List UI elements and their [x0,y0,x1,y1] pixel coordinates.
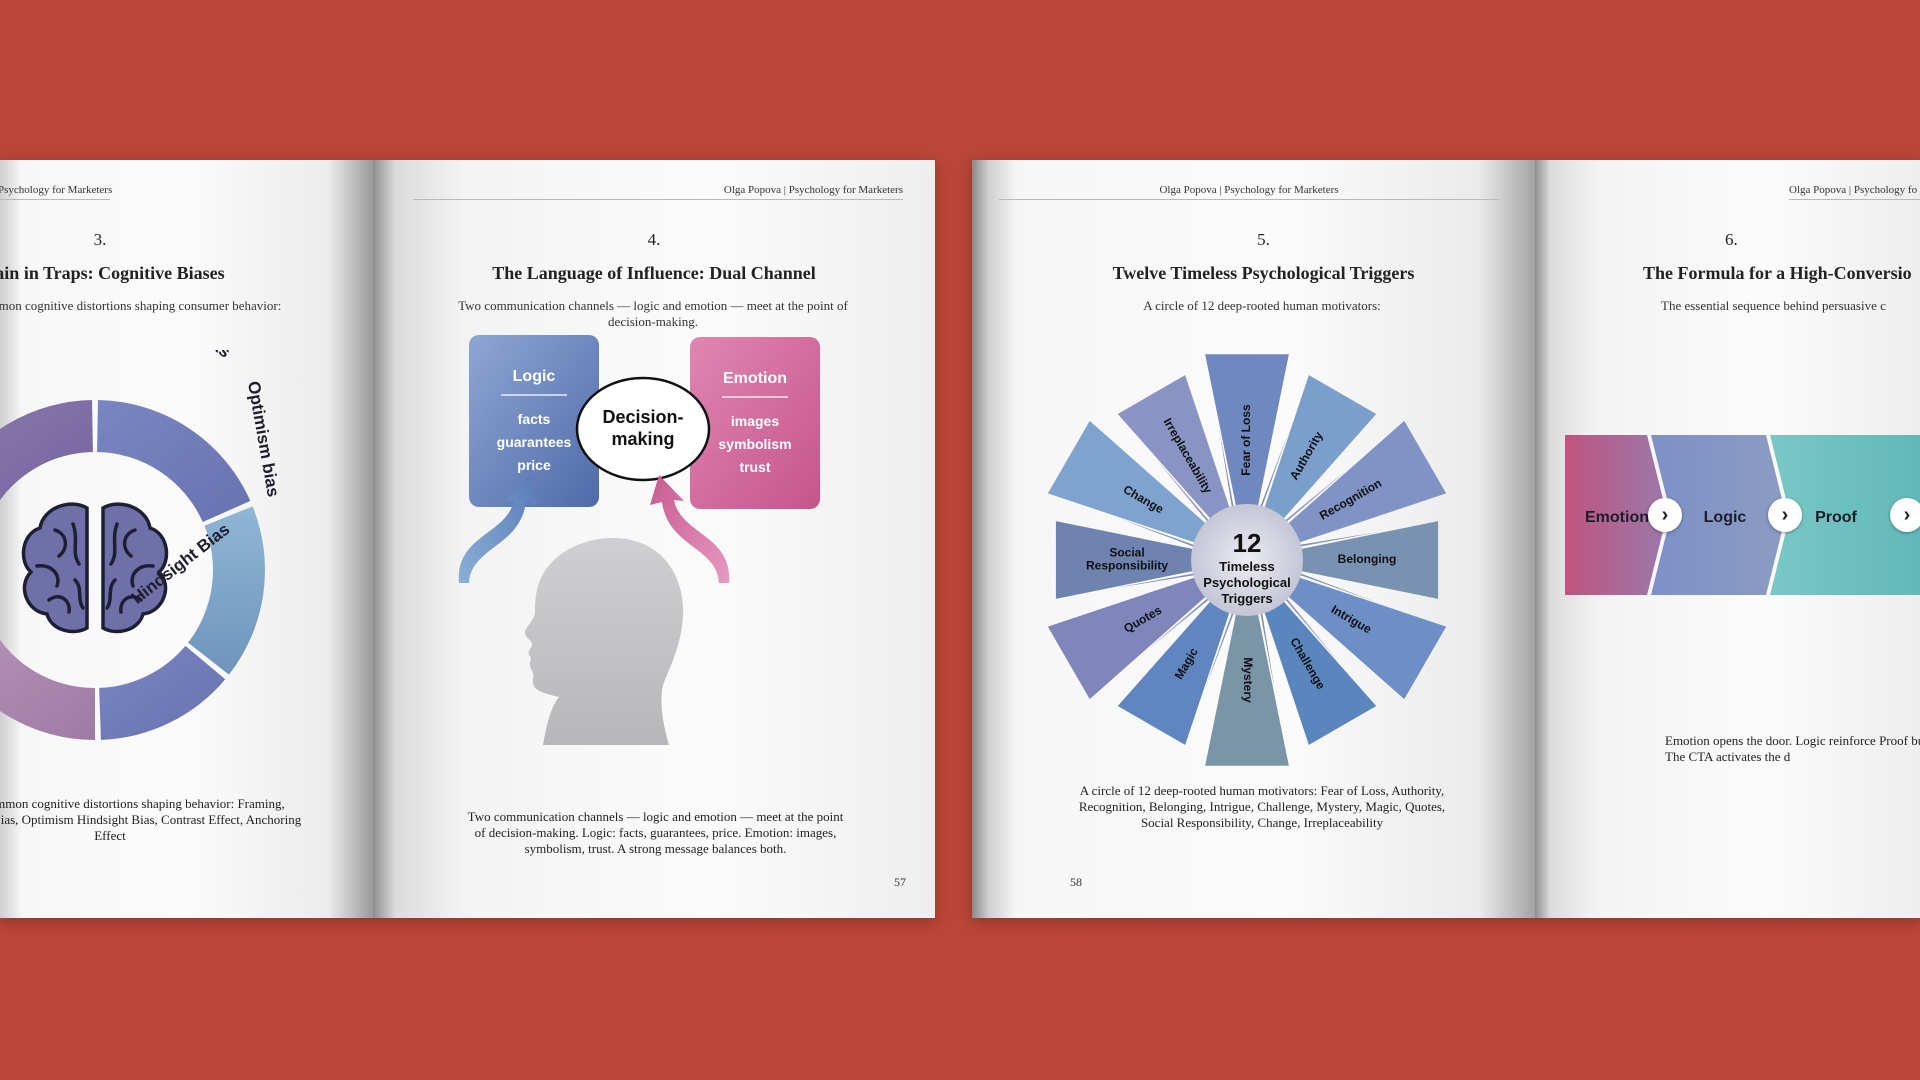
page-number: 57 [894,875,906,889]
page-header-text: Olga Popova | Psychology for Marketers [1159,184,1339,196]
page-3: Psychology for Marketers 3. Brain in Tra… [0,160,373,918]
emotion-item: images [731,413,779,429]
emotion-arrow [650,475,730,583]
page-footer-text: A circle of 12 deep-rooted human motivat… [1078,783,1446,830]
page-subtitle: the most common cognitive distortions sh… [0,298,282,313]
wheel-ray [1205,599,1289,766]
wheel-ray-shadow [1156,459,1219,534]
logic-title: Logic [513,368,556,385]
emotion-title: Emotion [723,370,787,387]
wheel-ray [1117,589,1235,745]
page-footer-text: Emotion opens the door. Logic reinforce … [1665,733,1920,764]
ring-segment [99,645,226,740]
wheel-center-line: Triggers [1221,591,1272,606]
emotion-box [690,337,820,509]
trigger-label: Mystery [1241,657,1255,703]
emotion-item: trust [739,459,770,475]
step-emotion-shape [1565,435,1667,595]
wheel-ray-shadow [1218,427,1237,523]
page-4: Olga Popova | Psychology for Marketers 4… [373,160,935,918]
page-6: Olga Popova | Psychology fo 6. The Formu… [1535,160,1920,918]
ring-segment [97,400,251,523]
page-header: Olga Popova | Psychology for Marketers [999,184,1499,200]
logic-item: price [517,457,551,473]
step-proof-shape [1770,435,1920,595]
wheel-ray [1286,521,1439,599]
step-label: Emotion [1585,509,1649,526]
page-title: The Language of Influence: Dual Channel [492,263,816,283]
chevron-right-icon: › [1768,498,1802,532]
wheel-ray-shadow [1273,469,1348,532]
book-spread-right: Olga Popova | Psychology for Marketers 5… [972,160,1920,918]
wheel-ray-shadow [1285,567,1376,602]
page-number: 58 [1070,875,1082,889]
wheel-ray [1259,375,1377,531]
dual-channel-diagram: Logic facts guarantees price Emotion ima… [458,335,820,745]
human-head-silhouette-icon [525,537,684,745]
decision-making-ellipse [575,376,711,482]
wheel-center-line: Psychological [1203,575,1290,590]
page-title: Brain in Traps: Cognitive Biases [0,263,225,283]
section-number: 3. [93,230,107,249]
wheel-ray-shadow [1254,431,1289,522]
wheel-ray-shadow [1205,598,1240,689]
page-subtitle: The essential sequence behind persuasive… [1661,298,1886,313]
wheel-ray [1055,521,1208,599]
trigger-label: Belonging [1338,552,1397,566]
section-number: 5. [1257,230,1270,249]
ring-segment [187,506,265,675]
page-header: Psychology for Marketers [0,184,112,200]
page-footer-text: the most common cognitive distortions sh… [0,796,302,843]
ring-segment [0,639,95,740]
page-5: Olga Popova | Psychology for Marketers 5… [972,160,1535,918]
ring-label: Optimism bias [244,380,283,499]
wheel-ray-shadow [1118,518,1209,553]
wheel-ray-shadow [1257,597,1276,693]
wheel-ray [1276,420,1447,548]
logic-item: guarantees [497,434,572,450]
step-label: Proof [1815,509,1857,526]
wheel-ray [1047,572,1218,700]
page-footer-text: Two communication channels — logic and e… [467,809,844,856]
chevron-right-icon: › [1648,498,1682,532]
section-number: 4. [647,230,661,249]
ring-label: Confirmation bias [109,350,235,362]
triggers-wheel-diagram: 12 Timeless Psychological Triggers Fear … [1047,354,1447,766]
emotion-item: symbolism [718,436,791,452]
wheel-ray [1259,589,1377,745]
wheel-ray [1117,375,1235,531]
bias-ring-diagram: FramingConfirmation biasOptimism biasHin… [0,350,283,740]
book-spread-left: Psychology for Marketers 3. Brain in Tra… [0,160,935,918]
brain-icon [21,502,169,634]
page-title: Twelve Timeless Psychological Triggers [1112,263,1415,283]
ring-label: Framing [0,350,11,371]
wheel-center-number: 12 [1233,528,1262,558]
wheel-ray-shadow [1284,531,1380,550]
logic-arrow [458,475,538,583]
wheel-center-line: Timeless [1219,559,1274,574]
logic-item: facts [518,411,551,427]
wheel-ray-shadow [1114,570,1210,589]
wheel-ray [1205,354,1289,521]
trigger-label: Fear of Loss [1239,404,1253,476]
wheel-ray-shadow [1275,586,1338,661]
wheel-center-circle [1191,504,1303,616]
page-subtitle: A circle of 12 deep-rooted human motivat… [1143,298,1381,313]
conversion-formula-diagram: Emotion Logic Proof [1565,435,1920,595]
page-header: Olga Popova | Psychology fo [1789,184,1920,200]
page-title: The Formula for a High-Conversio [1643,263,1912,283]
page-header: Olga Popova | Psychology for Marketers [413,184,903,200]
wheel-ray [1047,420,1218,548]
logic-box [469,335,599,507]
ring-segment [0,400,93,501]
decision-making-label: Decision-making [602,407,683,449]
page-subtitle: Two communication channels — logic and e… [458,298,848,329]
step-label: Logic [1704,509,1747,526]
wheel-ray [1276,572,1447,700]
wheel-ray-shadow [1146,588,1221,651]
step-logic-shape [1651,435,1786,595]
chevron-right-icon: › [1890,498,1920,532]
